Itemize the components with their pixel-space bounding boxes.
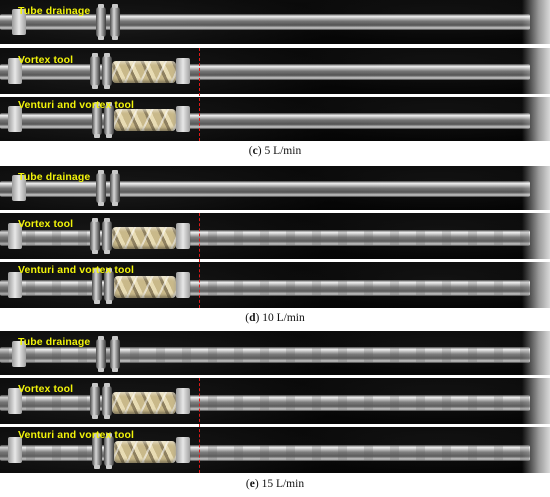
- panel-label: Vortex tool: [18, 383, 74, 395]
- caption-e: (e) 15 L/min: [245, 478, 305, 490]
- photo-panel-e-tube-drainage: Tube drainage: [0, 331, 550, 375]
- marker-dashed-line: [199, 213, 200, 308]
- panel-label: Venturi and vortex tool: [18, 264, 135, 276]
- caption-c: (c) 5 L/min: [248, 145, 302, 157]
- photo-panel-e-venturi-and-vortex-tool: Venturi and vortex tool: [0, 427, 550, 473]
- panel-label: Tube drainage: [18, 336, 91, 348]
- photo-panel-d-tube-drainage: Tube drainage: [0, 166, 550, 210]
- panel-label: Vortex tool: [18, 54, 74, 66]
- marker-dashed-line: [199, 378, 200, 473]
- panel-label: Tube drainage: [18, 171, 91, 183]
- photo-panel-e-vortex-tool: Vortex tool: [0, 378, 550, 424]
- photo-panel-c-tube-drainage: Tube drainage: [0, 0, 550, 44]
- panel-label: Vortex tool: [18, 218, 74, 230]
- marker-dashed-line: [199, 48, 200, 141]
- photo-panel-d-vortex-tool: Vortex tool: [0, 213, 550, 259]
- photo-panel-c-vortex-tool: Vortex tool: [0, 48, 550, 94]
- panel-label: Venturi and vortex tool: [18, 429, 135, 441]
- panel-label: Tube drainage: [18, 5, 91, 17]
- panel-label: Venturi and vortex tool: [18, 99, 135, 111]
- photo-panel-c-venturi-and-vortex-tool: Venturi and vortex tool: [0, 97, 550, 141]
- photo-panel-d-venturi-and-vortex-tool: Venturi and vortex tool: [0, 262, 550, 308]
- caption-d: (d) 10 L/min: [245, 312, 305, 324]
